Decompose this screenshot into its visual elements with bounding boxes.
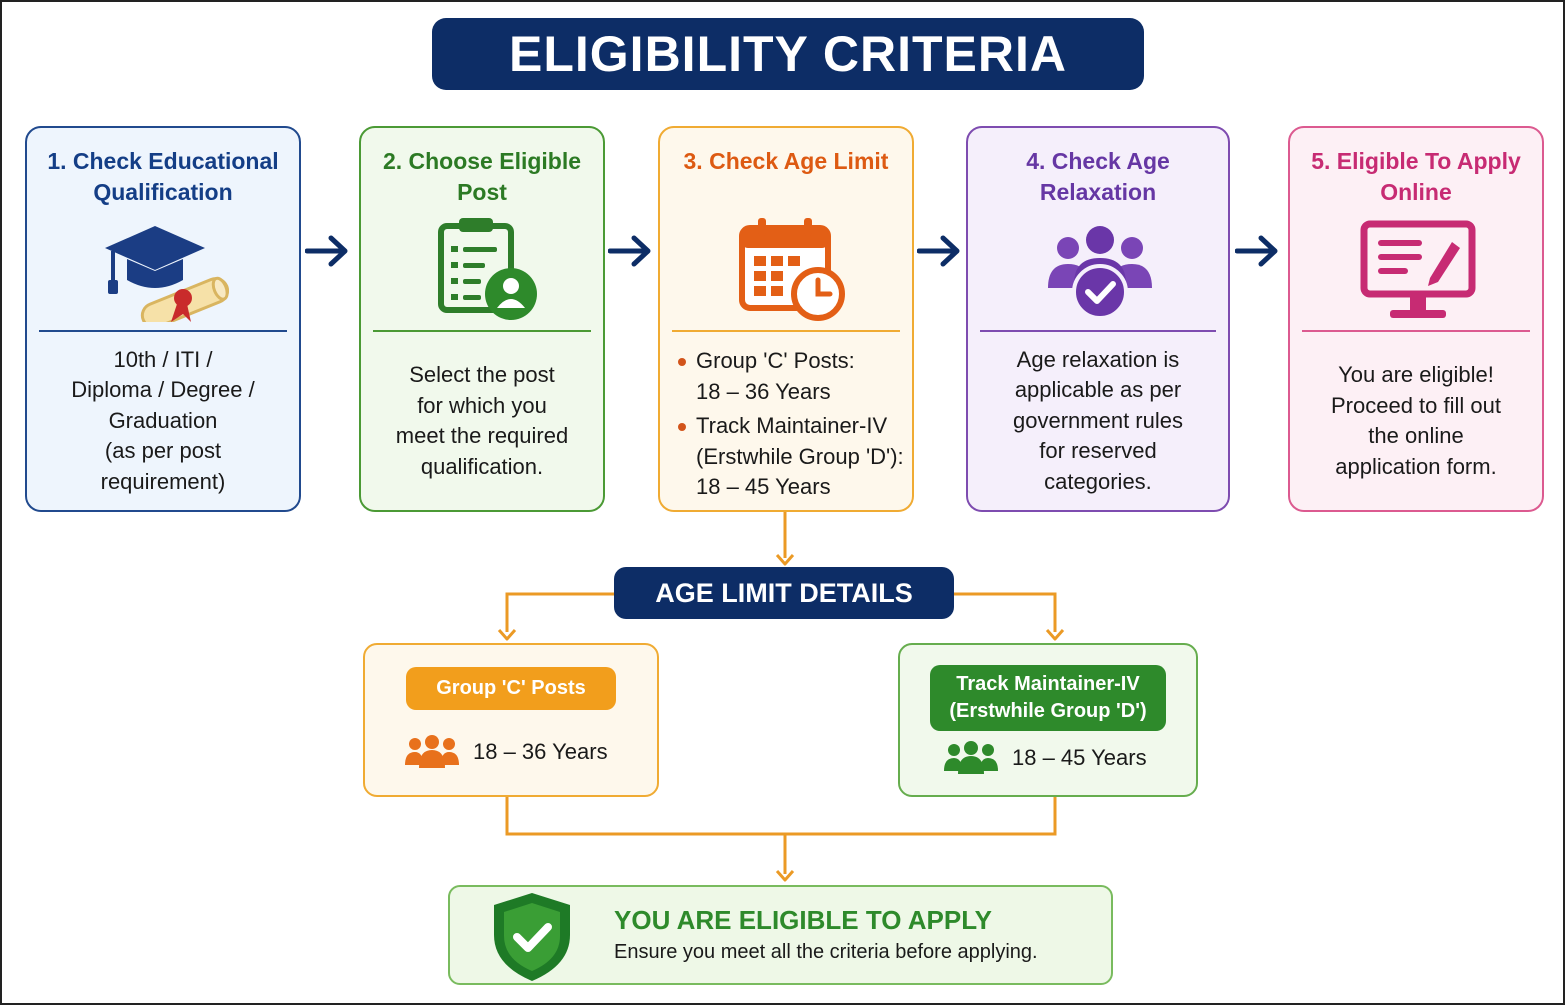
- step-card-educational-qualification: 1. Check Educational Qualification 10th …: [25, 126, 301, 512]
- arrowhead-down-icon: [775, 870, 795, 882]
- eligible-subtitle: Ensure you meet all the criteria before …: [614, 941, 1038, 963]
- step-card-age-relaxation: 4. Check Age Relaxation Age relaxation i…: [966, 126, 1230, 512]
- eligible-title: YOU ARE ELIGIBLE TO APPLY: [614, 905, 993, 935]
- monitor-form-icon: [1360, 220, 1476, 318]
- age-card-group-c: Group 'C' Posts 18 – 36 Years: [363, 643, 659, 797]
- age-card-label: Group 'C' Posts: [406, 667, 616, 710]
- step-body: 10th / ITI / Diploma / Degree / Graduati…: [71, 346, 255, 494]
- connector-to-track: [954, 592, 1057, 632]
- step-divider: [980, 330, 1216, 332]
- age-card-label: Track Maintainer-IV (Erstwhile Group 'D'…: [930, 665, 1166, 731]
- step-body: Select the post for which you meet the r…: [395, 362, 569, 479]
- step-divider: [672, 330, 900, 332]
- age-limit-details-title: AGE LIMIT DETAILS: [614, 567, 954, 619]
- age-range: 18 – 36 Years: [473, 739, 608, 764]
- arrowhead-down-icon: [497, 629, 517, 641]
- calendar-clock-icon: [739, 218, 845, 321]
- step-title: 5. Eligible To Apply Online: [1311, 148, 1521, 205]
- connector-to-group-c: [505, 592, 614, 632]
- step-card-choose-post: 2. Choose Eligible Post Select the post …: [359, 126, 605, 512]
- age-range-row: 18 – 45 Years: [944, 741, 1147, 775]
- people-group-icon: [944, 741, 998, 774]
- list-item: Group 'C' Posts: 18 – 36 Years: [676, 346, 904, 407]
- step-divider: [373, 330, 591, 332]
- group-check-icon: [1048, 226, 1152, 320]
- step-divider: [1302, 330, 1530, 332]
- arrow-right-icon: [608, 235, 651, 267]
- age-card-track-maintainer: Track Maintainer-IV (Erstwhile Group 'D'…: [898, 643, 1198, 797]
- eligible-result-box: YOU ARE ELIGIBLE TO APPLY Ensure you mee…: [448, 885, 1113, 985]
- step-title: 2. Choose Eligible Post: [382, 148, 582, 205]
- people-group-icon: [405, 735, 459, 768]
- arrow-right-icon: [305, 235, 348, 267]
- shield-check-icon: [494, 893, 570, 981]
- page-title: ELIGIBILITY CRITERIA: [432, 18, 1144, 90]
- list-item: Track Maintainer-IV (Erstwhile Group 'D'…: [676, 411, 904, 503]
- step-card-apply-online: 5. Eligible To Apply Online You are elig…: [1288, 126, 1544, 512]
- arrow-right-icon: [1235, 235, 1278, 267]
- connector-merge: [505, 797, 1057, 836]
- step-divider: [39, 330, 287, 332]
- step-title: 3. Check Age Limit: [683, 148, 889, 174]
- age-range: 18 – 45 Years: [1012, 745, 1147, 770]
- arrowhead-down-icon: [775, 554, 795, 566]
- step-title: 1. Check Educational Qualification: [47, 148, 279, 205]
- step-title: 4. Check Age Relaxation: [1026, 148, 1170, 205]
- graduation-cap-icon: [105, 226, 229, 322]
- age-range-row: 18 – 36 Years: [405, 735, 608, 769]
- step-body: Age relaxation is applicable as per gove…: [1013, 346, 1183, 494]
- clipboard-user-icon: [438, 218, 537, 320]
- step-card-age-limit: 3. Check Age Limit Group 'C' Posts: 18 –…: [658, 126, 914, 512]
- arrowhead-down-icon: [1045, 629, 1065, 641]
- step-body: You are eligible! Proceed to fill out th…: [1331, 362, 1501, 479]
- age-limit-list: Group 'C' Posts: 18 – 36 Years Track Mai…: [676, 346, 904, 507]
- arrow-right-icon: [917, 235, 960, 267]
